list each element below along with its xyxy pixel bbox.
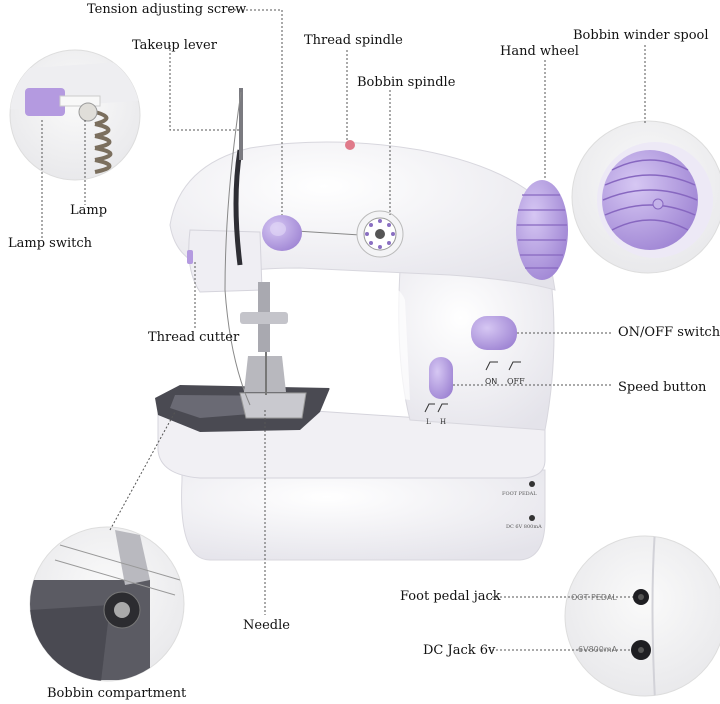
label-thread-spindle: Thread spindle xyxy=(304,33,403,48)
bobbin-winder-zoom-circle xyxy=(571,120,720,274)
machine-body xyxy=(155,141,556,561)
label-takeup-lever: Takeup lever xyxy=(132,38,217,53)
dc-port xyxy=(529,515,535,521)
on-mark: ON xyxy=(485,377,497,386)
bobbin-spindle-disk xyxy=(356,210,404,258)
label-lamp: Lamp xyxy=(70,203,108,218)
low-mark: L xyxy=(426,418,431,426)
foot-pedal-port xyxy=(529,481,535,487)
leader-lines xyxy=(41,9,646,651)
lamp-zoom-circle xyxy=(9,49,141,181)
bobbin-compartment-zoom-circle xyxy=(29,526,185,682)
speed-switch-button xyxy=(429,357,453,399)
foot-pedal-mark: FOOT PEDAL xyxy=(502,491,537,497)
lamp-switch-zoomed xyxy=(25,88,65,116)
hand-wheel xyxy=(516,180,568,280)
label-bobbin-compartment: Bobbin compartment xyxy=(47,686,187,701)
jack-zoom-circle xyxy=(564,535,720,697)
label-bobbin-spindle: Bobbin spindle xyxy=(357,75,456,90)
label-lamp-switch: Lamp switch xyxy=(8,236,92,251)
label-dc-jack: DC Jack 6v xyxy=(423,643,496,658)
lamp-switch-button xyxy=(187,250,193,264)
high-mark: H xyxy=(440,418,446,426)
zoom-foot-pedal-text: OOT PEDAL xyxy=(571,593,617,602)
label-onoff-switch: ON/OFF switch xyxy=(618,325,720,340)
label-needle: Needle xyxy=(243,618,290,633)
label-speed-button: Speed button xyxy=(618,380,707,395)
switch-icons xyxy=(424,361,521,413)
dc-input-mark: DC 6V 800mA xyxy=(506,524,542,530)
label-bobbin-winder-spool: Bobbin winder spool xyxy=(573,28,709,43)
label-hand-wheel: Hand wheel xyxy=(500,44,579,59)
needle-assembly xyxy=(240,282,288,395)
label-tension-adjusting-screw: Tension adjusting screw xyxy=(87,2,247,17)
tension-knob xyxy=(262,215,302,251)
onoff-switch-button xyxy=(471,316,517,350)
off-mark: OFF xyxy=(507,377,525,386)
label-foot-pedal-jack: Foot pedal jack xyxy=(400,589,501,604)
label-thread-cutter: Thread cutter xyxy=(148,330,240,345)
bobbin-spindle-pin xyxy=(345,140,355,150)
